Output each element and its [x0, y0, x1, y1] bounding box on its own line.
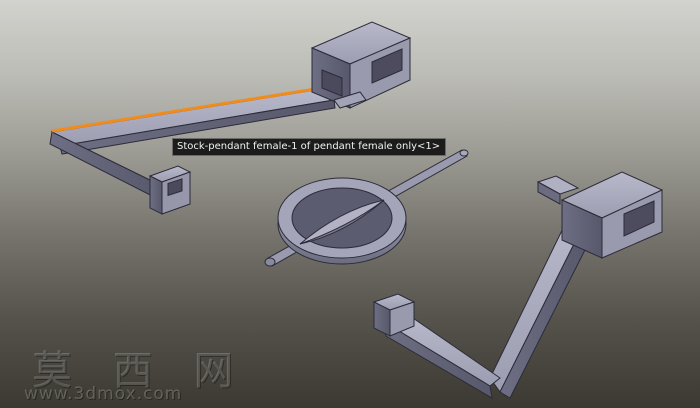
selected-edge-highlight	[51, 85, 329, 133]
ring-spindle-part[interactable]	[264, 149, 469, 267]
pendant-female-part-selected[interactable]	[49, 21, 412, 215]
selection-tooltip: Stock-pendant female-1 of pendant female…	[172, 138, 447, 156]
pendant-male-part[interactable]	[372, 171, 664, 399]
